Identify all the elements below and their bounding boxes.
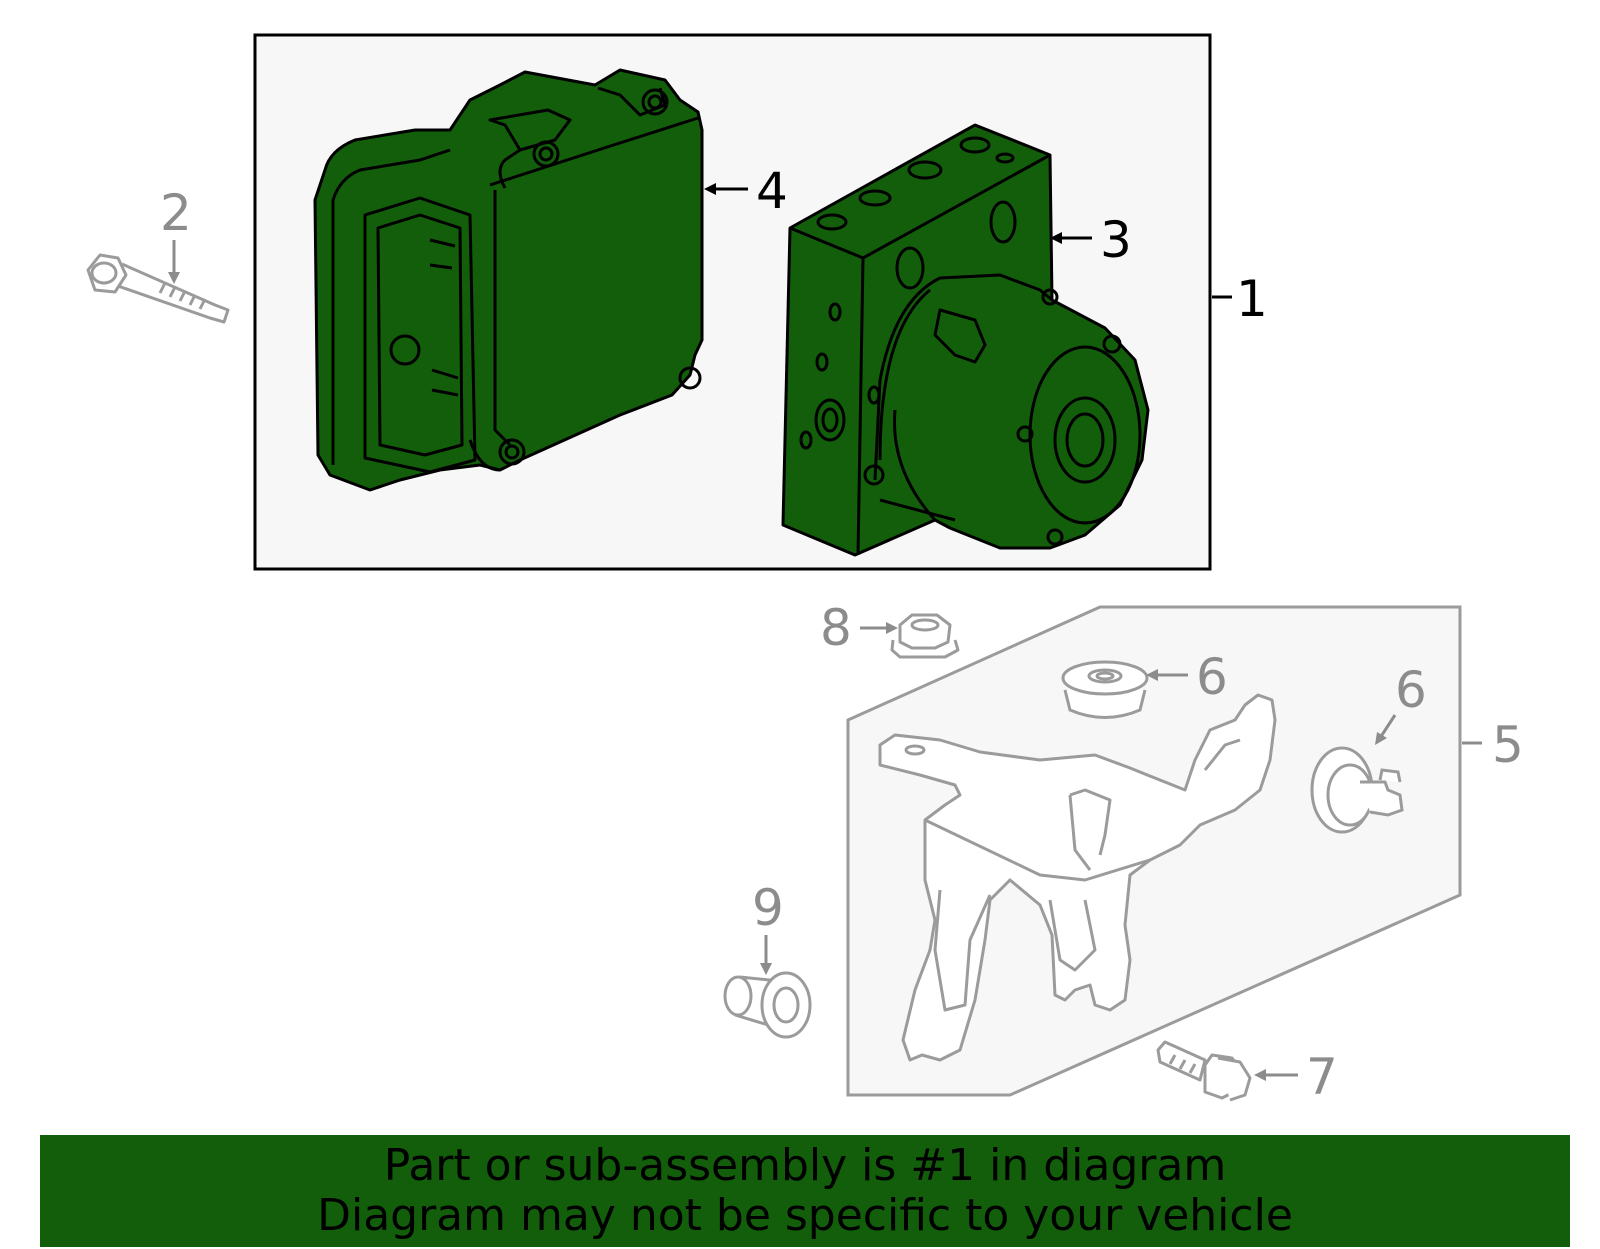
bolt-part-7[interactable] bbox=[1156, 1040, 1252, 1102]
callout-9: 9 bbox=[752, 879, 784, 937]
banner-line-2: Diagram may not be specific to your vehi… bbox=[317, 1190, 1293, 1241]
callout-2: 2 bbox=[160, 184, 192, 242]
info-banner: Part or sub-assembly is #1 in diagram Di… bbox=[40, 1135, 1570, 1247]
leader-6b bbox=[1375, 714, 1397, 745]
bracket-part-5[interactable] bbox=[878, 693, 1277, 1062]
spacer-part-9[interactable] bbox=[723, 971, 812, 1039]
grommet-part-6a[interactable] bbox=[1061, 660, 1149, 719]
leader-8 bbox=[860, 622, 898, 634]
callout-6b: 6 bbox=[1395, 661, 1427, 719]
leader-lines-main bbox=[704, 183, 1232, 299]
bolt-part-2[interactable] bbox=[86, 253, 230, 324]
leader-2 bbox=[168, 240, 180, 284]
leader-9 bbox=[760, 935, 772, 975]
callout-3: 3 bbox=[1100, 211, 1132, 269]
callout-7: 7 bbox=[1306, 1048, 1338, 1106]
callout-6a: 6 bbox=[1196, 648, 1228, 706]
callout-5: 5 bbox=[1492, 716, 1524, 774]
callout-1: 1 bbox=[1236, 270, 1268, 328]
control-module-part-4[interactable] bbox=[313, 68, 704, 492]
hydraulic-unit-part-3[interactable] bbox=[781, 123, 1150, 557]
callout-4: 4 bbox=[756, 162, 788, 220]
nut-part-8[interactable] bbox=[890, 613, 960, 659]
leader-6a bbox=[1146, 669, 1188, 681]
callout-8: 8 bbox=[820, 599, 852, 657]
banner-line-1: Part or sub-assembly is #1 in diagram bbox=[383, 1140, 1227, 1191]
grommet-part-6b[interactable] bbox=[1310, 746, 1404, 834]
leader-7 bbox=[1254, 1069, 1298, 1081]
